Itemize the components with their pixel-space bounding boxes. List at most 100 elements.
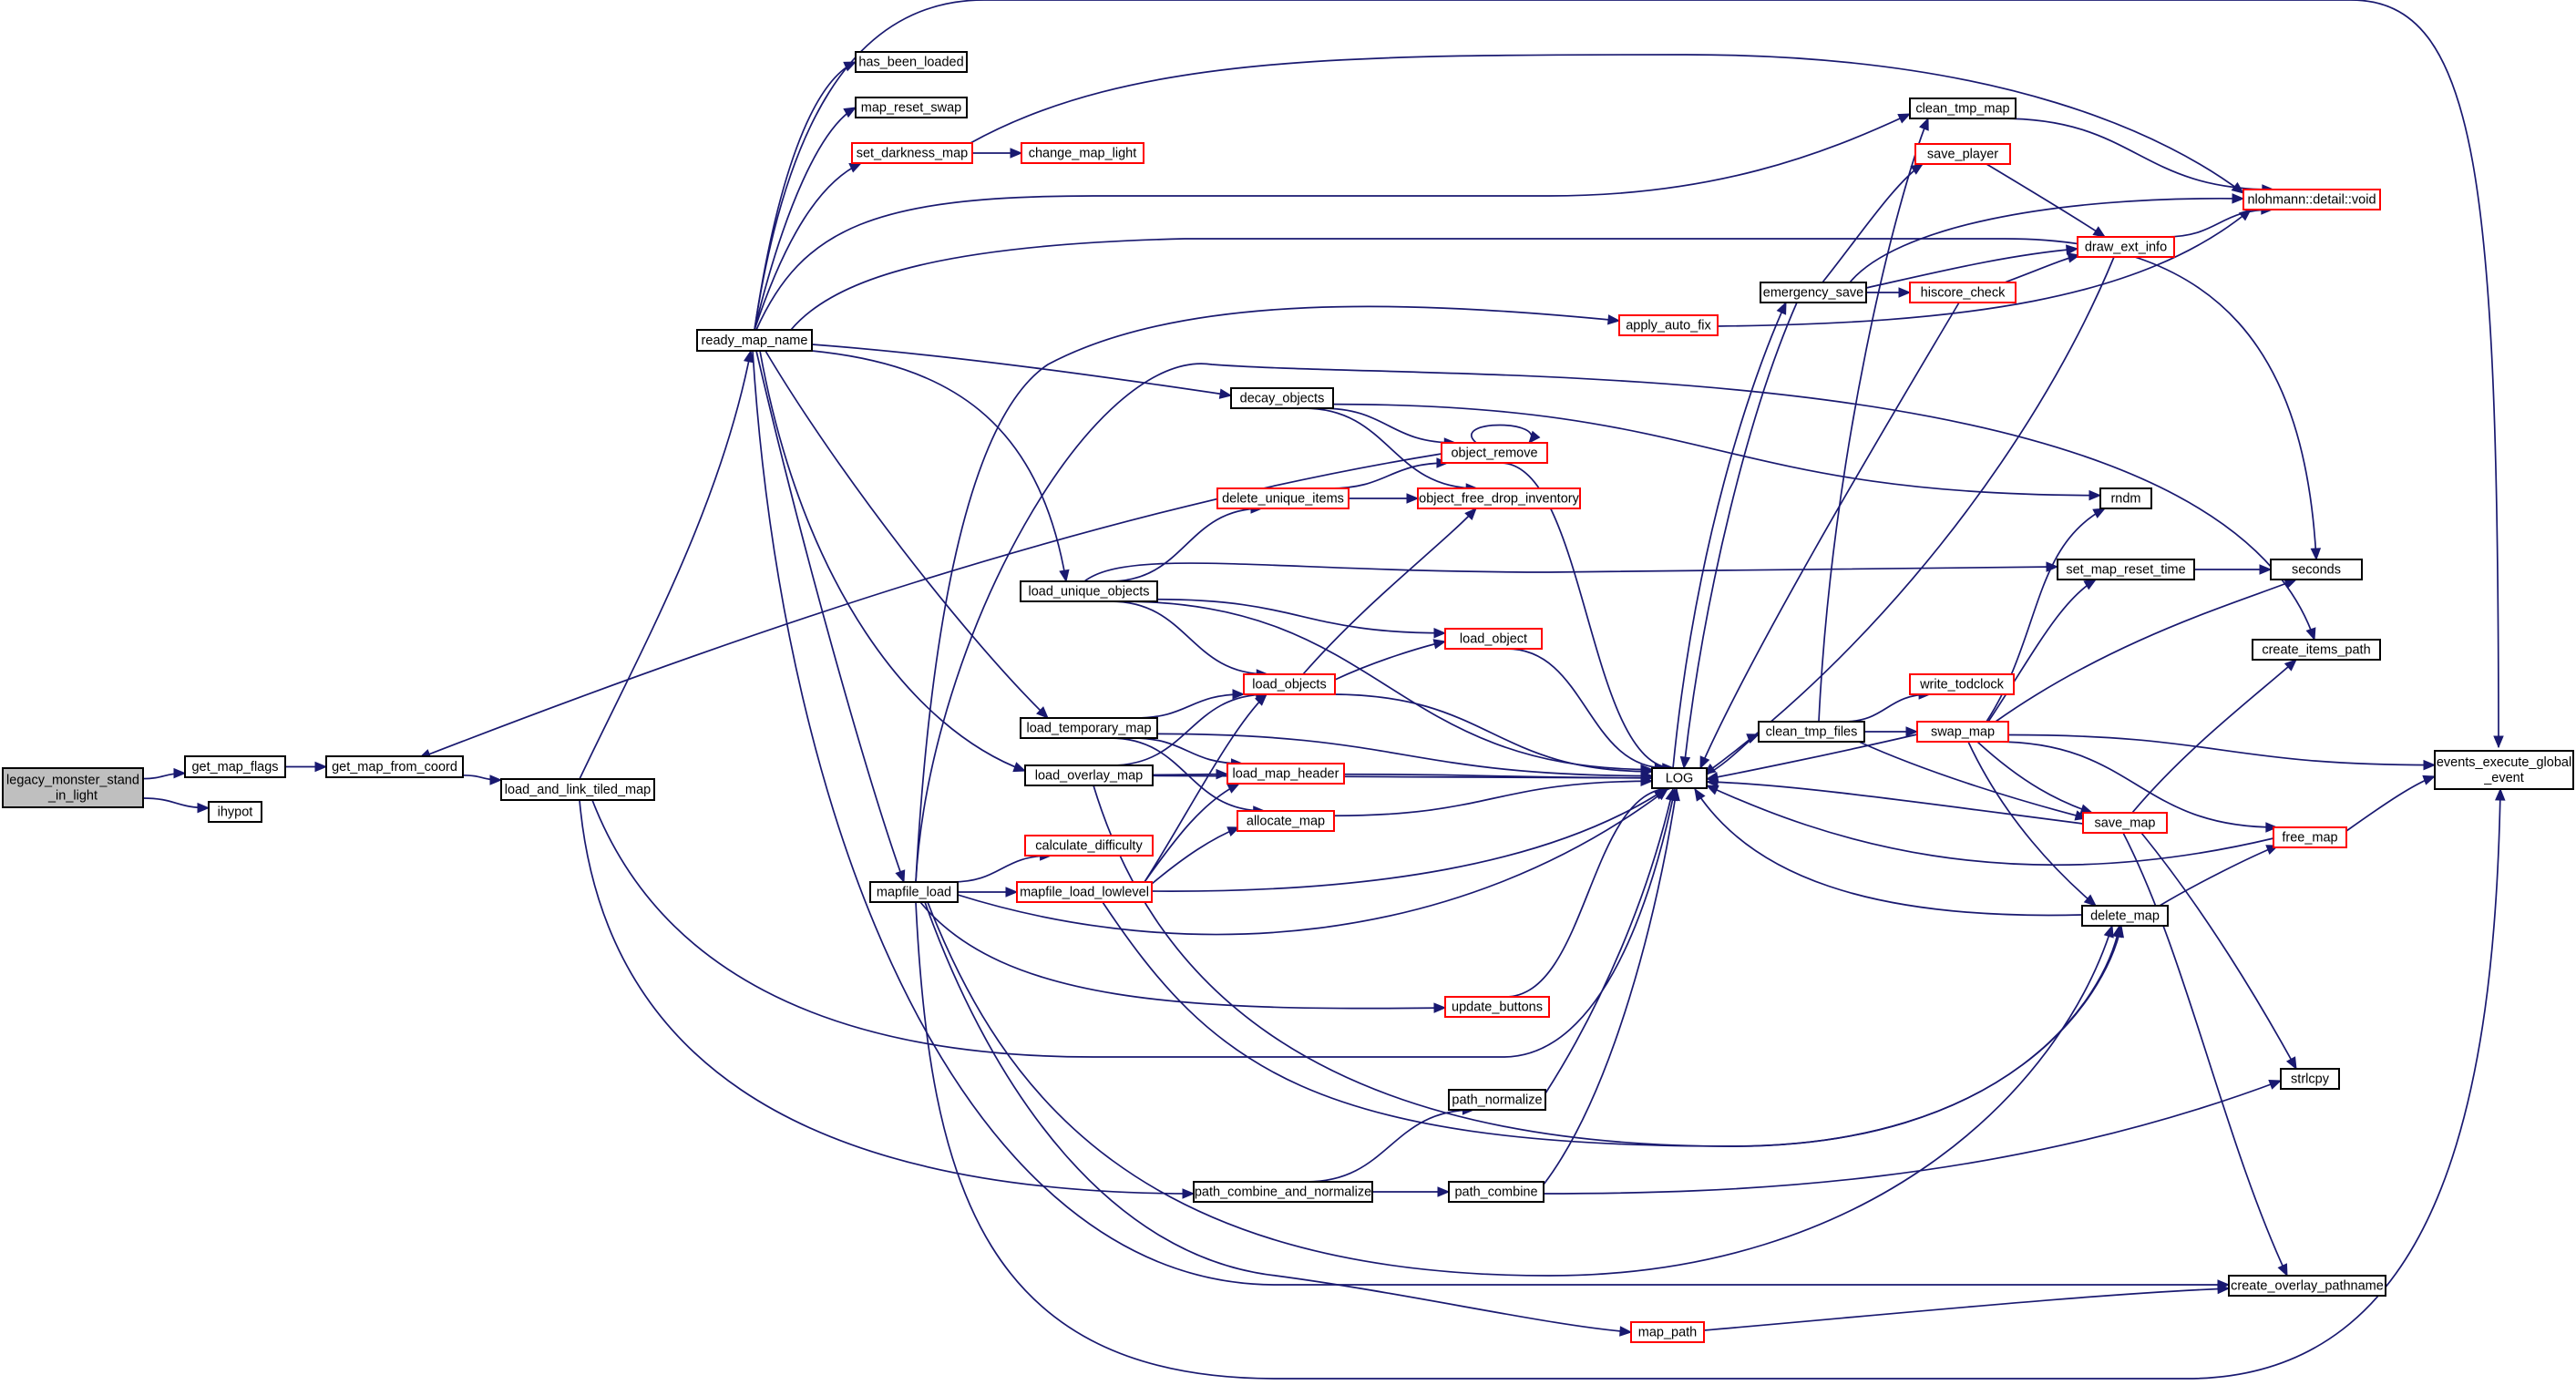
edge-arrowhead (1746, 734, 1760, 744)
node-emergency-save[interactable]: emergency_save (1760, 282, 1867, 303)
edge-ready_map_name-to-load_unique_objects (811, 350, 1070, 583)
node-label: load_map_header (1233, 767, 1339, 782)
edge-delete_unique_items-to-object_free_drop_inventory (1349, 493, 1420, 504)
node-path-normalize[interactable]: path_normalize (1448, 1089, 1546, 1111)
node-load-and-link-tiled-map[interactable]: load_and_link_tiled_map (500, 778, 655, 801)
edge-map_path-to-create_overlay_pathname (1703, 1283, 2231, 1331)
node-box (1758, 721, 1865, 743)
node-box (1618, 314, 1719, 336)
node-nlohmann-detail-void[interactable]: nlohmann::detail::void (2242, 189, 2381, 210)
node-label: create_overlay_pathname (2231, 1279, 2384, 1294)
node-create-items-path[interactable]: create_items_path (2252, 639, 2381, 661)
node-load-object[interactable]: load_object (1444, 628, 1543, 650)
edge-line (1694, 788, 2083, 917)
edge-path_combine-to-strlcpy (1543, 1080, 2283, 1195)
node-label: seconds (2292, 563, 2341, 578)
edge-load_temporary_map-to-load_map_header (1132, 737, 1244, 769)
node-draw-ext-info[interactable]: draw_ext_info (2077, 236, 2175, 258)
edge-line (1111, 693, 1267, 766)
node-label: swap_map (1931, 725, 1995, 740)
edge-emergency_save-to-nlohmann_detail_void (1849, 193, 2245, 283)
node-set-darkness-map[interactable]: set_darkness_map (851, 142, 973, 164)
node-map-reset-swap[interactable]: map_reset_swap (855, 97, 968, 118)
node-map-path[interactable]: map_path (1630, 1321, 1705, 1343)
node-create-overlay-pathname[interactable]: create_overlay_pathname (2228, 1275, 2386, 1297)
node-allocate-map[interactable]: allocate_map (1237, 810, 1335, 832)
node-free-map[interactable]: free_map (2273, 826, 2347, 848)
edge-line (1706, 781, 2084, 825)
edge-LOG-to-emergency_save (1672, 301, 1787, 769)
node-clean-tmp-map[interactable]: clean_tmp_map (1909, 97, 2017, 119)
node-delete-unique-items[interactable]: delete_unique_items (1216, 487, 1350, 509)
edge-line (1343, 773, 1653, 779)
edge-arrowhead (743, 349, 754, 364)
edge-swap_map-to-free_map (1996, 741, 2279, 833)
node-ihypot[interactable]: ihypot (208, 801, 262, 823)
node-swap-map[interactable]: swap_map (1916, 721, 2009, 743)
edge-line (1329, 462, 1448, 489)
node-label: save_map (2095, 816, 2156, 831)
edge-clean_tmp_files-to-save_map (1858, 741, 2089, 821)
node-events-execute-global-event[interactable]: events_execute_global_event (2434, 750, 2574, 790)
node-label: path_combine_and_normalize (1195, 1185, 1371, 1200)
edge-line (1132, 737, 1243, 764)
edge-line (1156, 733, 1653, 777)
node-label: set_map_reset_time (2066, 563, 2185, 578)
node-path-combine-and-normalize[interactable]: path_combine_and_normalize (1193, 1181, 1373, 1203)
edge-arrowhead (1226, 783, 1241, 794)
node-change-map-light[interactable]: change_map_light (1021, 142, 1144, 164)
node-update-buttons[interactable]: update_buttons (1444, 996, 1550, 1018)
node-get-map-from-coord[interactable]: get_map_from_coord (325, 755, 464, 778)
node-delete-map[interactable]: delete_map (2081, 905, 2169, 927)
node-load-overlay-map[interactable]: load_overlay_map (1024, 764, 1154, 786)
edge-line (1699, 302, 1960, 769)
node-rndm[interactable]: rndm (2099, 487, 2152, 509)
node-mapfile-load-lowlevel[interactable]: mapfile_load_lowlevel (1016, 881, 1153, 903)
edge-mapfile_load_lowlevel-to-delete_map (1102, 901, 2123, 1147)
node-label: path_combine (1454, 1185, 1537, 1200)
node-label: ihypot (218, 805, 253, 820)
edge-line (1109, 508, 1263, 582)
edge-line (2004, 254, 2080, 283)
edge-arrowhead (1464, 508, 1477, 521)
edge-line (1332, 403, 2101, 497)
node-path-combine[interactable]: path_combine (1448, 1181, 1545, 1203)
node-load-unique-objects[interactable]: load_unique_objects (1020, 580, 1158, 602)
edge-line (1706, 734, 1918, 780)
node-seconds[interactable]: seconds (2270, 559, 2363, 580)
node-write-todclock[interactable]: write_todclock (1909, 673, 2015, 695)
node-strlcpy[interactable]: strlcpy (2280, 1068, 2340, 1090)
node-load-map-header[interactable]: load_map_header (1226, 763, 1345, 785)
node-LOG[interactable]: LOG (1651, 767, 1708, 789)
node-decay-objects[interactable]: decay_objects (1230, 387, 1334, 409)
edge-path_combine-to-LOG (1543, 787, 1680, 1185)
node-save-player[interactable]: save_player (1914, 143, 2011, 165)
node-object-free-drop-inventory[interactable]: object_free_drop_inventory (1417, 487, 1581, 509)
node-legacy-monster-stand-in-light[interactable]: legacy_monster_stand_in_light (2, 767, 144, 808)
node-calculate-difficulty[interactable]: calculate_difficulty (1024, 835, 1154, 857)
node-clean-tmp-files[interactable]: clean_tmp_files (1758, 721, 1865, 743)
node-label: legacy_monster_stand (6, 774, 139, 788)
node-has-been-loaded[interactable]: has_been_loaded (855, 51, 968, 73)
node-box (1237, 810, 1335, 832)
edge-arrowhead (173, 767, 187, 779)
node-load-objects[interactable]: load_objects (1243, 673, 1336, 695)
edge-arrowhead (2277, 1263, 2288, 1277)
edge-line (1858, 741, 2088, 819)
node-ready-map-name[interactable]: ready_map_name (696, 329, 813, 352)
node-box (325, 755, 464, 778)
edge-LOG-to-clean_tmp_files (1706, 734, 1760, 775)
node-hiscore-check[interactable]: hiscore_check (1909, 282, 2017, 303)
node-object-remove[interactable]: object_remove (1441, 442, 1548, 464)
edge-save_map-to-LOG (1705, 776, 2084, 825)
edge-line (1110, 600, 1268, 675)
edge-line (1506, 648, 1667, 769)
node-load-temporary-map[interactable]: load_temporary_map (1020, 717, 1158, 739)
node-get-map-flags[interactable]: get_map_flags (184, 755, 286, 778)
node-apply-auto-fix[interactable]: apply_auto_fix (1618, 314, 1719, 336)
edge-arrowhead (1619, 1326, 1633, 1337)
node-mapfile-load[interactable]: mapfile_load (869, 881, 959, 903)
node-save-map[interactable]: save_map (2082, 812, 2168, 834)
node-set-map-reset-time[interactable]: set_map_reset_time (2057, 559, 2195, 580)
